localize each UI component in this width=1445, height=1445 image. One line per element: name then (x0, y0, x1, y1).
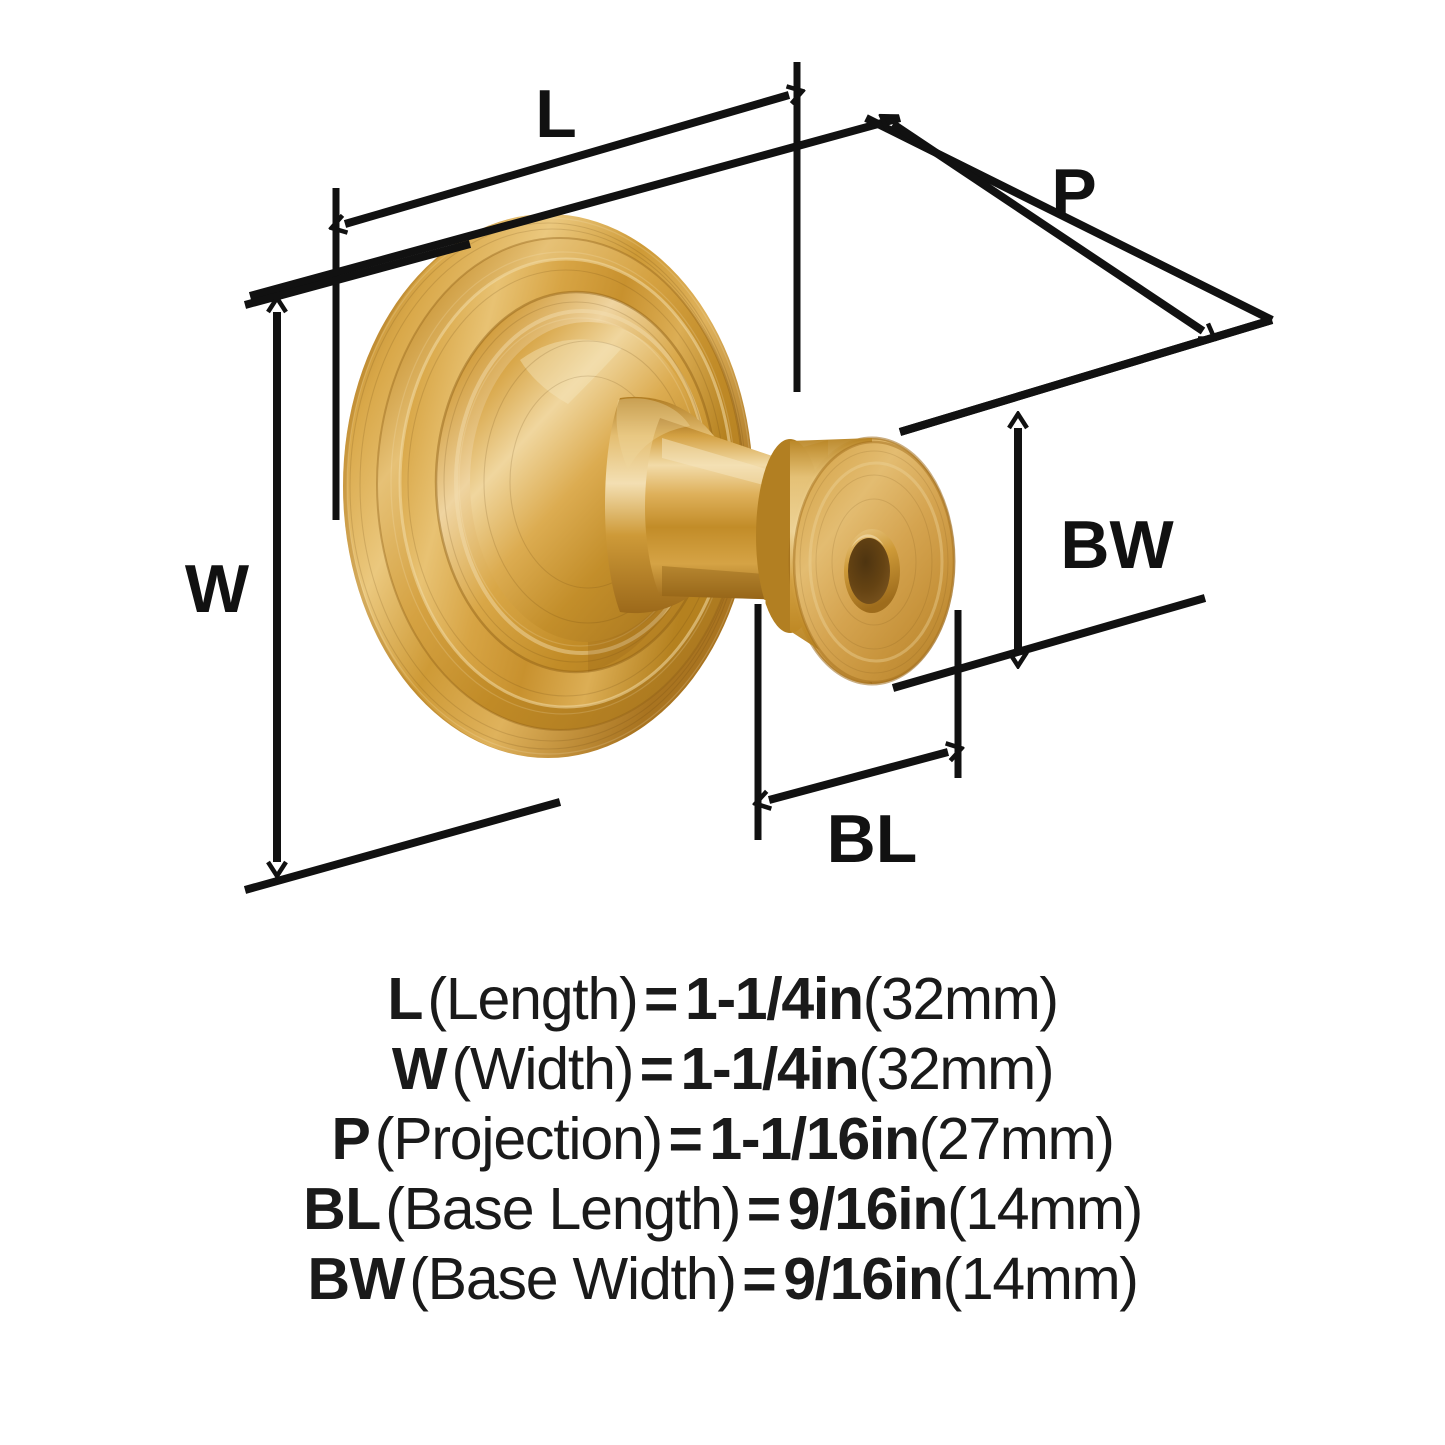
knob-neck (605, 396, 790, 614)
spec-name-length: (Length) (427, 966, 638, 1032)
dimension-label-BL: BL (827, 801, 918, 877)
dimension-BL-arrow (769, 752, 948, 800)
dimension-W-extension-upper (243, 240, 472, 309)
dimension-W-extension-lower (243, 798, 562, 894)
dimension-BW (891, 316, 1274, 692)
product-dimension-drawing: L P W BW BL (185, 62, 1274, 894)
spec-name-base-length: (Base Length) (385, 1176, 741, 1242)
knob-product-image (343, 214, 956, 758)
dimension-BW-extension-upper (898, 316, 1274, 436)
dimension-spec-list: L (Length) = 1-1/4in(32mm) W (Width) = 1… (0, 965, 1445, 1315)
spec-metric-width: (32mm) (858, 1036, 1054, 1102)
dimension-W (243, 240, 562, 894)
dimension-L (248, 62, 902, 520)
spec-value-width: 1-1/4in (680, 1036, 860, 1102)
spec-row-projection: P (Projection) = 1-1/16in(27mm) (0, 1105, 1445, 1175)
knob-base-disc (756, 436, 956, 686)
spec-code-P: P (331, 1106, 371, 1172)
spec-equals-base-width: = (742, 1246, 777, 1312)
spec-equals-base-length: = (746, 1176, 782, 1242)
dimension-letter-labels: L P W BW BL (185, 76, 1175, 877)
spec-row-width: W (Width) = 1-1/4in(32mm) (0, 1035, 1445, 1105)
dimension-annotations (243, 62, 1274, 894)
dimension-P-arrow (893, 124, 1203, 331)
spec-metric-projection: (27mm) (918, 1106, 1115, 1172)
spec-code-BW: BW (307, 1246, 405, 1312)
spec-metric-base-width: (14mm) (942, 1246, 1139, 1312)
spec-metric-length: (32mm) (862, 966, 1059, 1032)
spec-row-base-width: BW (Base Width) = 9/16in(14mm) (0, 1245, 1445, 1315)
spec-name-width: (Width) (451, 1036, 634, 1102)
spec-equals-length: = (644, 966, 679, 1032)
dimension-label-L: L (535, 76, 577, 152)
spec-value-base-length: 9/16in (787, 1176, 949, 1242)
dimension-L-arrow (345, 95, 789, 224)
spec-equals-width: = (639, 1036, 675, 1102)
dimension-L-guide (248, 114, 902, 300)
spec-row-length: L (Length) = 1-1/4in(32mm) (0, 965, 1445, 1035)
dimension-label-P: P (1051, 155, 1096, 231)
spec-value-projection: 1-1/16in (709, 1106, 920, 1172)
spec-metric-base-length: (14mm) (947, 1176, 1143, 1242)
spec-value-base-width: 9/16in (783, 1246, 944, 1312)
dimension-BW-extension-lower (891, 594, 1207, 692)
dimension-label-BW: BW (1060, 507, 1174, 583)
spec-name-projection: (Projection) (374, 1106, 663, 1172)
spec-code-L: L (387, 966, 423, 1032)
spec-row-base-length: BL (Base Length) = 9/16in(14mm) (0, 1175, 1445, 1245)
spec-name-base-width: (Base Width) (409, 1246, 737, 1312)
spec-value-length: 1-1/4in (684, 966, 864, 1032)
spec-code-BL: BL (303, 1176, 381, 1242)
dimension-label-W: W (185, 551, 250, 627)
spec-equals-projection: = (668, 1106, 703, 1172)
dimension-BL (750, 600, 958, 842)
spec-code-W: W (391, 1036, 448, 1102)
